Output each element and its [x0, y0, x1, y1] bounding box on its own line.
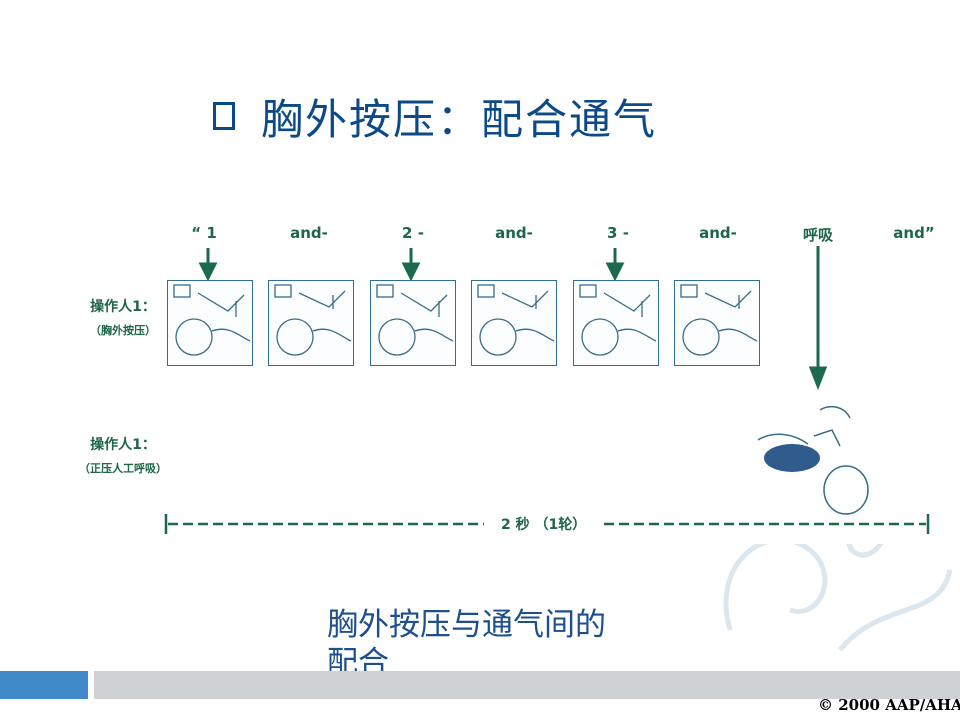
row1-sub: （胸外按压） [90, 324, 156, 337]
beat-label: 呼吸 [802, 226, 834, 244]
cpr-coordination-figure: “ 1 and- 2 - and- 3 - and- 呼吸 and” 操作人1：… [66, 202, 948, 544]
down-arrow-2-head [401, 262, 421, 282]
bag-mask-ventilation-illustration [757, 405, 869, 515]
beat-label: and- [699, 224, 737, 242]
breath-arrow-head [808, 366, 828, 391]
row2-sub: （正压人工呼吸） [79, 462, 167, 475]
row-label-ventilation: 操作人1： （正压人工呼吸） [68, 434, 178, 476]
slide-title-text: 胸外按压：配合通气 [261, 94, 658, 144]
footer-accent-bar [0, 671, 88, 699]
copyright-notice: © 2000 AAP/AHA [818, 696, 960, 714]
compression-illustration [370, 280, 456, 366]
bullet-square-icon [213, 102, 235, 130]
row1-label: 操作人1： [90, 299, 156, 315]
footer-gray-bar [94, 671, 960, 699]
compression-arrows [198, 246, 828, 391]
timeline-label: 2 秒 （1轮） [501, 517, 587, 533]
compression-illustration [573, 280, 659, 366]
compression-illustration [268, 280, 354, 366]
down-arrow-3-head [605, 262, 625, 282]
compression-illustration [167, 280, 253, 366]
row2-label: 操作人1： [90, 437, 156, 453]
beat-label: and” [893, 224, 935, 242]
timeline-bar [164, 514, 930, 534]
slide-title: 胸外按压：配合通气 [213, 86, 657, 146]
compression-illustration [674, 280, 760, 366]
beat-label: and- [495, 224, 533, 242]
beat-label: 3 - [607, 224, 629, 242]
row-label-compressions: 操作人1： （胸外按压） [68, 296, 178, 338]
beat-label: and- [290, 224, 328, 242]
beat-label: “ 1 [191, 224, 217, 242]
down-arrow-1-head [198, 262, 218, 282]
compression-illustration [471, 280, 557, 366]
beat-label: 2 - [402, 224, 424, 242]
